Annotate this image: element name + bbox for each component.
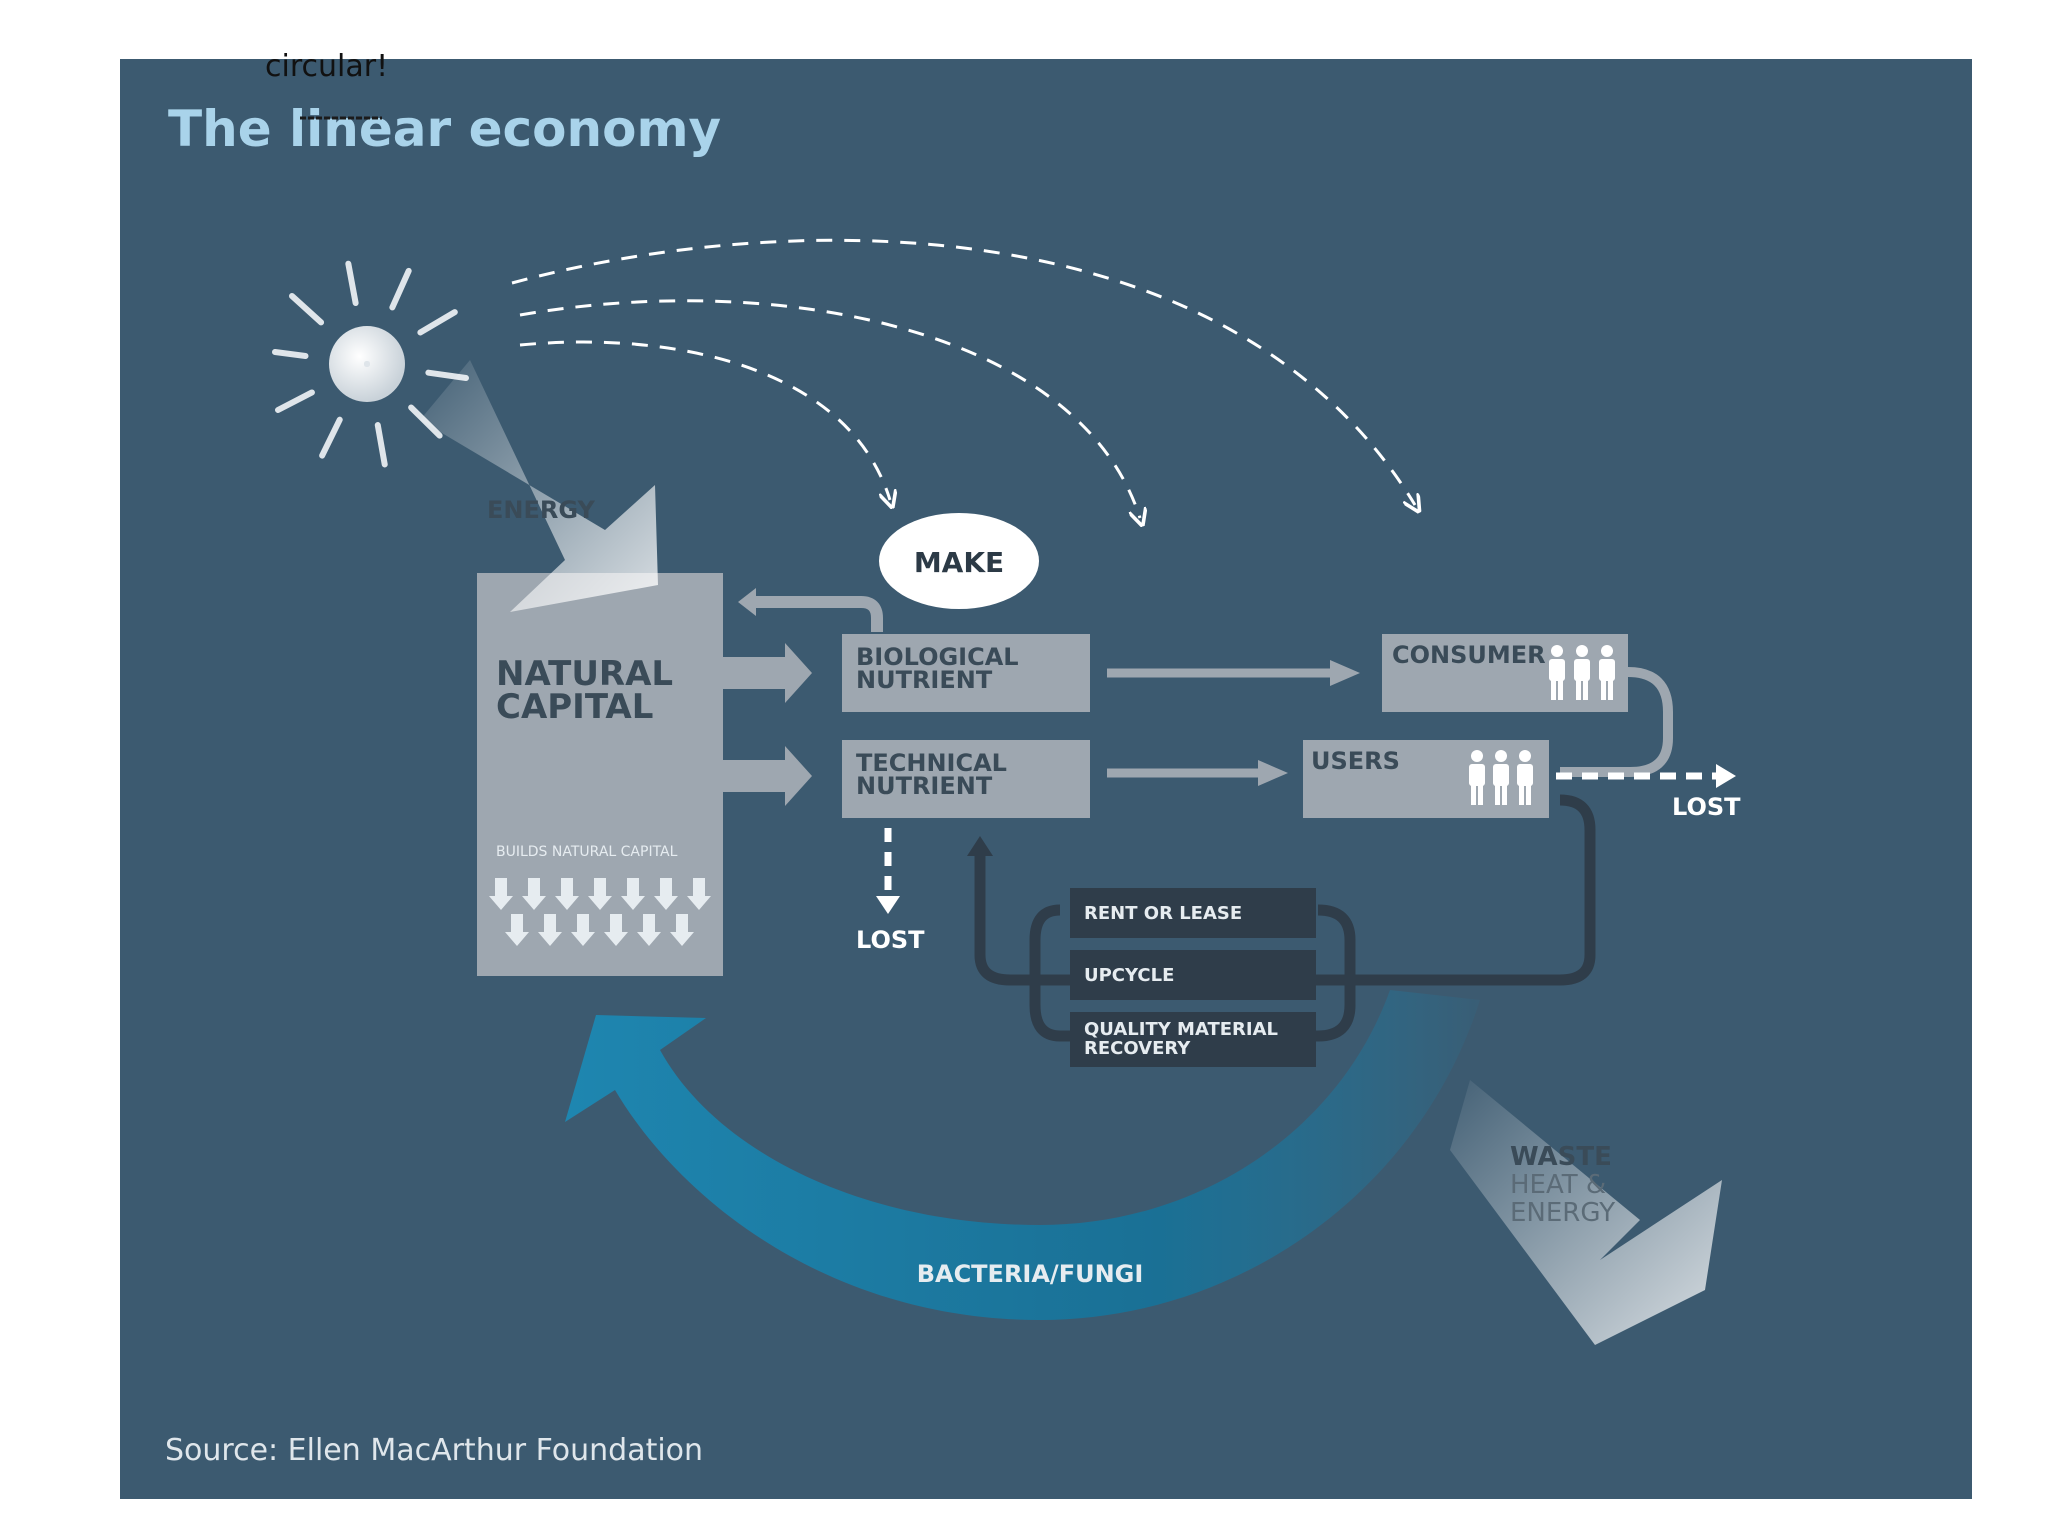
waste-label-3: ENERGY xyxy=(1510,1198,1615,1228)
dashed-energy-arcs xyxy=(511,238,1415,518)
people-icon xyxy=(1549,645,1615,700)
energy-arrow xyxy=(420,360,658,612)
bacteria-fungi-cycle xyxy=(565,990,1480,1320)
biological-label-2: NUTRIENT xyxy=(856,666,993,694)
consumer-label: CONSUMER xyxy=(1392,641,1546,669)
return-arrow xyxy=(750,596,883,632)
rent-or-lease-box xyxy=(1070,888,1316,938)
diagram-title: The linear economy xyxy=(168,100,721,158)
rent-or-lease-label: RENT OR LEASE xyxy=(1084,903,1242,924)
dashed-arc-outer xyxy=(511,238,1415,505)
arrow-to-biological xyxy=(723,643,812,703)
energy-label: ENERGY xyxy=(487,496,596,524)
biological-nutrient-box xyxy=(842,634,1090,712)
waste-label-1: WASTE xyxy=(1510,1142,1612,1172)
down-arrows-icon xyxy=(489,878,711,946)
technical-label-1: TECHNICAL xyxy=(856,749,1007,777)
waste-arrow xyxy=(1450,1080,1722,1345)
dashed-arc-middle xyxy=(519,299,1140,518)
technical-nutrient-box xyxy=(842,740,1090,818)
quality-label-2: RECOVERY xyxy=(1084,1038,1191,1059)
people-icon xyxy=(1469,750,1533,805)
upcycle-box xyxy=(1070,950,1316,1000)
make-ellipse xyxy=(879,513,1039,609)
technical-label-2: NUTRIENT xyxy=(856,772,993,800)
upcycle-label: UPCYCLE xyxy=(1084,965,1174,986)
handwritten-annotation: circular! xyxy=(265,49,389,84)
make-label: MAKE xyxy=(914,546,1004,579)
source-credit: Source: Ellen MacArthur Foundation xyxy=(165,1433,703,1468)
quality-material-recovery-box xyxy=(1070,1012,1316,1067)
natural-capital-label-1: NATURAL xyxy=(496,654,673,694)
waste-label-2: HEAT & xyxy=(1510,1170,1606,1200)
lost-right-label: LOST xyxy=(1672,793,1741,821)
users-label: USERS xyxy=(1311,747,1400,775)
lost-bottom-label: LOST xyxy=(856,926,925,954)
natural-capital-label-2: CAPITAL xyxy=(496,687,653,727)
consumer-users-connector xyxy=(1560,667,1673,777)
sun-icon xyxy=(272,259,469,469)
bacteria-fungi-label: BACTERIA/FUNGI xyxy=(917,1260,1144,1288)
dashed-arc-make xyxy=(519,340,890,500)
quality-label-1: QUALITY MATERIAL xyxy=(1084,1019,1278,1040)
biological-label-1: BIOLOGICAL xyxy=(856,643,1019,671)
builds-natural-capital-label: BUILDS NATURAL CAPITAL xyxy=(496,844,678,860)
arrow-to-technical xyxy=(723,746,812,806)
